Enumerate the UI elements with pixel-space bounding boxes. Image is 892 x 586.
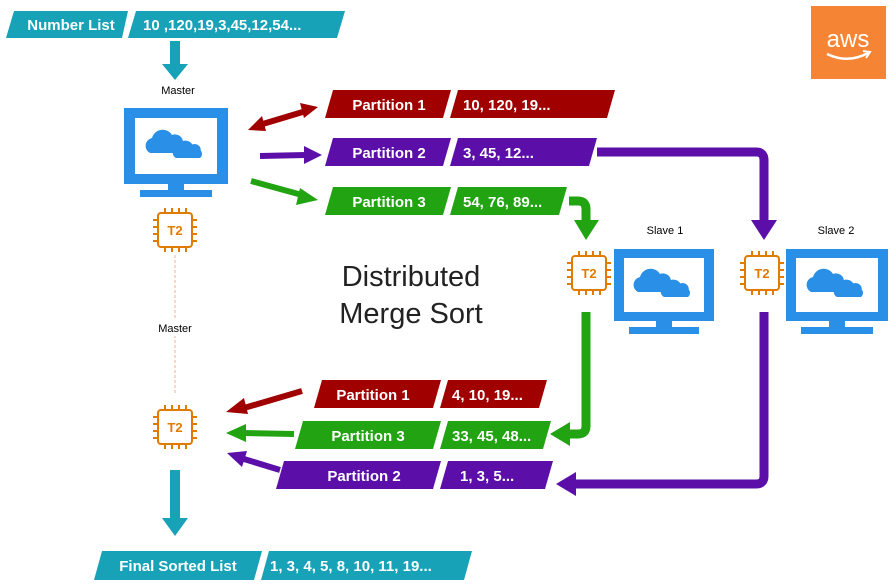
arrow-slave2-to-partition2 — [556, 312, 769, 496]
aws-logo: aws — [811, 6, 886, 79]
title-line-1: Distributed — [342, 261, 481, 293]
slave1-monitor-icon — [614, 249, 714, 334]
master-top-chip-text: T2 — [167, 223, 182, 238]
partition-out-3-label: Partition 3 — [352, 194, 425, 211]
number-list-label: Number List — [27, 17, 115, 34]
partition-out-1-label: Partition 1 — [352, 97, 425, 114]
partition-back-3: Partition 3 33, 45, 48... — [295, 421, 551, 449]
title-line-2: Merge Sort — [339, 298, 482, 330]
partition-back-2-label: Partition 2 — [327, 468, 400, 485]
final-sorted-list-banner: Final Sorted List 1, 3, 4, 5, 8, 10, 11,… — [94, 551, 472, 580]
partition-back-2: Partition 2 1, 3, 5... — [276, 461, 553, 489]
slave2-monitor-icon — [786, 249, 888, 334]
arrow-partition2-to-master — [227, 451, 281, 473]
arrow-partition2-to-slave2 — [597, 147, 777, 240]
arrow-master-partition2 — [259, 146, 322, 164]
master-top-label: Master — [161, 85, 195, 97]
partition-out-2-label: Partition 2 — [352, 145, 425, 162]
number-list-banner: Number List 10 ,120,19,3,45,12,54... — [6, 11, 345, 38]
slave2-chip-icon: T2 — [740, 251, 784, 295]
arrow-master-partition1 — [248, 103, 318, 131]
slave1-label: Slave 1 — [647, 225, 684, 237]
arrow-master-to-output — [162, 470, 188, 536]
slave1-chip-icon: T2 — [567, 251, 611, 295]
master-bottom-label: Master — [158, 323, 192, 335]
partition-back-2-values: 1, 3, 5... — [460, 468, 514, 485]
arrow-partition3-to-master — [226, 424, 295, 442]
aws-logo-text: aws — [827, 26, 870, 53]
partition-back-1: Partition 1 4, 10, 19... — [314, 380, 547, 408]
slave2-chip-text: T2 — [754, 266, 769, 281]
partition-back-1-values: 4, 10, 19... — [452, 387, 523, 404]
slave1-chip-text: T2 — [581, 266, 596, 281]
partition-back-3-values: 33, 45, 48... — [452, 428, 531, 445]
partition-back-3-label: Partition 3 — [331, 428, 404, 445]
arrow-partition1-to-master — [226, 388, 303, 414]
partition-out-2: Partition 2 3, 45, 12... — [325, 138, 597, 166]
arrow-partition3-to-slave1 — [569, 196, 599, 240]
partition-back-1-label: Partition 1 — [336, 387, 409, 404]
arrow-master-partition3 — [250, 178, 318, 205]
number-list-values: 10 ,120,19,3,45,12,54... — [143, 17, 301, 34]
master-bottom-chip-icon: T2 — [153, 405, 197, 449]
partition-out-2-values: 3, 45, 12... — [463, 145, 534, 162]
partition-out-3-values: 54, 76, 89... — [463, 194, 542, 211]
partition-out-1-values: 10, 120, 19... — [463, 97, 551, 114]
master-top-chip-icon: T2 — [153, 208, 197, 252]
partition-out-3: Partition 3 54, 76, 89... — [325, 187, 567, 215]
master-monitor-icon — [124, 108, 228, 197]
slave2-label: Slave 2 — [818, 225, 855, 237]
final-sorted-list-values: 1, 3, 4, 5, 8, 10, 11, 19... — [270, 558, 432, 575]
final-sorted-list-label: Final Sorted List — [119, 558, 237, 575]
arrow-slave1-to-partition3 — [550, 312, 591, 446]
partition-out-1: Partition 1 10, 120, 19... — [325, 90, 615, 118]
master-bottom-chip-text: T2 — [167, 420, 182, 435]
arrow-input-to-master — [162, 41, 188, 80]
